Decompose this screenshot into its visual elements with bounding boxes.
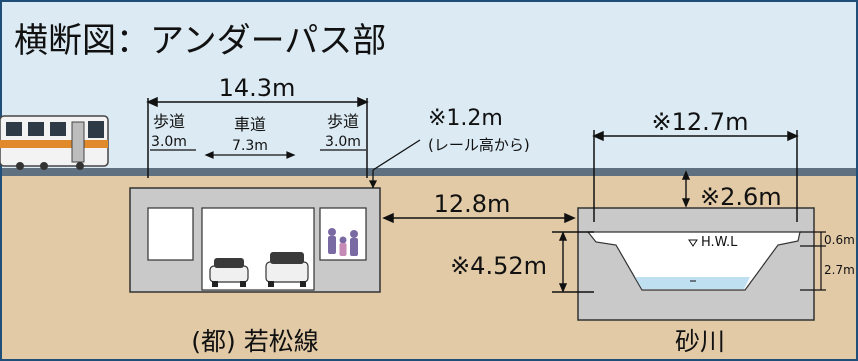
hwl-label: H.W.L bbox=[701, 235, 738, 250]
river-cover-label: ※2.6m bbox=[700, 183, 782, 211]
train-icon bbox=[0, 115, 109, 170]
sidewalk-right-value: 3.0m bbox=[325, 134, 361, 150]
rail-depth-dimension bbox=[368, 139, 421, 189]
total-width-label: 14.3m bbox=[219, 74, 296, 102]
roadway-value: 7.3m bbox=[232, 138, 268, 154]
freeboard-label: 0.6m bbox=[824, 233, 855, 247]
river-height-dimension bbox=[552, 231, 594, 293]
sidewalk-left-value: 3.0m bbox=[151, 134, 187, 150]
river-width-label: ※12.7m bbox=[652, 108, 749, 136]
river-name: 砂川 bbox=[675, 327, 725, 356]
diagram-title: 横断図：アンダーパス部 bbox=[14, 21, 386, 61]
water-level-marker-icon bbox=[688, 239, 698, 282]
sidewalk-left-label: 歩道 bbox=[153, 112, 185, 131]
sidewalk-right-label: 歩道 bbox=[327, 112, 359, 131]
river-width-dimension bbox=[592, 130, 799, 222]
sky-area bbox=[0, 0, 858, 175]
river-height-label: ※4.52m bbox=[450, 252, 547, 280]
rail-level-line bbox=[0, 168, 858, 176]
rail-depth-note: (レール高から) bbox=[428, 136, 530, 154]
river-channel bbox=[577, 207, 815, 321]
pedestrians-icon bbox=[328, 228, 358, 256]
roadway-label: 車道 bbox=[234, 115, 266, 134]
rail-depth-label: ※1.2m bbox=[428, 106, 503, 131]
car-icon bbox=[209, 258, 249, 287]
gap-dimension bbox=[382, 212, 576, 224]
car-icon bbox=[265, 252, 309, 287]
lane-dimension-lines bbox=[150, 149, 366, 159]
total-width-dimension bbox=[146, 96, 369, 178]
underpass-name: (都) 若松線 bbox=[191, 327, 318, 356]
river-right-dimensions bbox=[800, 231, 826, 291]
river-cover-dimension bbox=[681, 170, 691, 208]
water-depth-label: 2.7m bbox=[824, 263, 855, 277]
gap-label: 12.8m bbox=[434, 190, 511, 218]
